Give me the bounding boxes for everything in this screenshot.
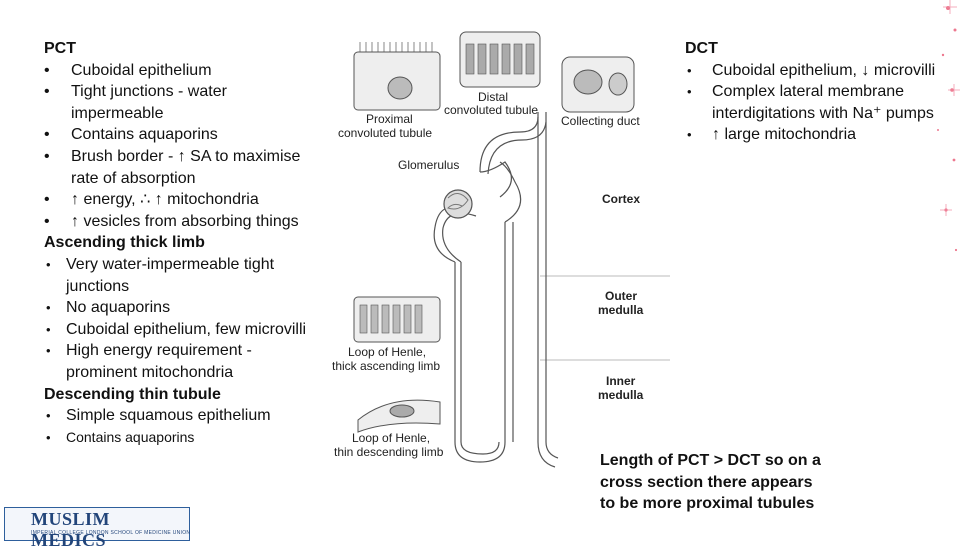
length-note: Length of PCT > DCT so on a cross sectio…	[600, 452, 821, 513]
atl-list: Very water-impermeable tight junctions N…	[44, 254, 314, 384]
list-item: No aquaporins	[44, 297, 314, 319]
logo-sub-text: IMPERIAL COLLEGE LONDON SCHOOL OF MEDICI…	[31, 530, 191, 536]
list-item: ↑ energy, ∴ ↑ mitochondria	[44, 189, 314, 211]
label-proximal-2: convoluted tubule	[338, 126, 432, 140]
label-inner: Inner	[606, 374, 636, 388]
label-proximal: Proximal	[366, 112, 413, 126]
label-loop-thin-2: thin descending limb	[334, 445, 444, 459]
atl-title: Ascending thick limb	[44, 234, 205, 252]
list-item: Cuboidal epithelium	[44, 60, 314, 82]
left-notes: PCT Cuboidal epithelium Tight junctions …	[44, 38, 314, 448]
label-distal: Distal	[478, 90, 508, 104]
nephron-diagram: Distal convoluted tubule Collecting duct…	[332, 31, 670, 468]
list-item: Contains aquaporins	[44, 124, 314, 146]
list-item: Brush border - ↑ SA to maximise rate of …	[44, 146, 314, 189]
crescent-icon	[12, 514, 22, 534]
label-outer: Outer	[605, 289, 637, 303]
label-glomerulus: Glomerulus	[398, 158, 459, 172]
label-inner-2: medulla	[598, 388, 644, 402]
label-loop-thick-2: thick ascending limb	[332, 359, 440, 373]
proximal-cells	[353, 42, 441, 111]
list-item: Very water-impermeable tight junctions	[44, 254, 314, 297]
thin-limb-cells	[357, 399, 441, 433]
list-item: ↑ large mitochondria	[685, 124, 940, 146]
right-notes: DCT Cuboidal epithelium, ↓ microvilli Co…	[685, 38, 940, 146]
label-outer-2: medulla	[598, 303, 644, 317]
muslim-medics-logo: MUSLIM MEDICS IMPERIAL COLLEGE LONDON SC…	[4, 507, 191, 550]
pct-title: PCT	[44, 40, 76, 57]
dct-list: Cuboidal epithelium, ↓ microvilli Comple…	[685, 60, 940, 146]
list-item: Cuboidal epithelium, few microvilli	[44, 319, 314, 341]
list-item: Tight junctions - water impermeable	[44, 81, 314, 124]
collecting-cells	[561, 56, 635, 113]
label-loop-thick: Loop of Henle,	[348, 345, 426, 359]
list-item: High energy requirement - prominent mito…	[44, 340, 314, 383]
dct-title: DCT	[685, 40, 718, 57]
dtt-list: Simple squamous epithelium Contains aqua…	[44, 405, 314, 448]
list-item: ↑ vesicles from absorbing things	[44, 211, 314, 233]
label-distal-2: convoluted tubule	[444, 103, 538, 117]
label-cortex: Cortex	[602, 192, 640, 206]
label-loop-thin: Loop of Henle,	[352, 431, 430, 445]
dtt-title: Descending thin tubule	[44, 385, 221, 403]
list-item: Complex lateral membrane interdigitation…	[685, 81, 940, 124]
list-item-text: Contains aquaporins	[66, 428, 195, 445]
distal-cells	[459, 31, 541, 88]
thick-limb-cells	[353, 296, 441, 343]
list-item: Cuboidal epithelium, ↓ microvilli	[685, 60, 940, 82]
list-item: Contains aquaporins	[44, 427, 314, 449]
list-item: Simple squamous epithelium	[44, 405, 314, 427]
sparkle-decoration	[937, 0, 960, 252]
label-collecting: Collecting duct	[561, 114, 640, 128]
pct-list: Cuboidal epithelium Tight junctions - wa…	[44, 60, 314, 233]
